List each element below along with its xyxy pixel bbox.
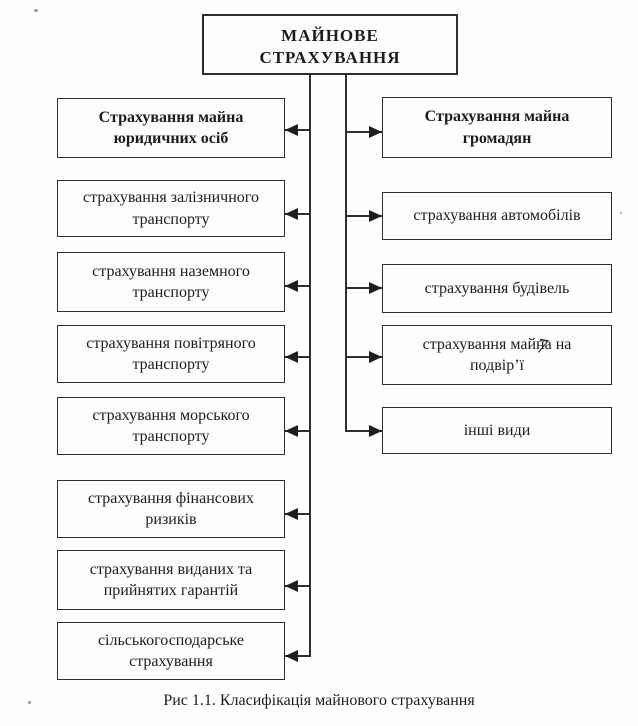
left-node-legal-entities: Страхування майна юридичних осіб [57,98,285,158]
node-label: страхування залізничного транспорту [83,189,259,228]
scan-speck [34,9,38,12]
node-label: страхування виданих та прийнятих гаранті… [89,560,253,599]
left-node-guarantees: страхування виданих та прийнятих гаранті… [57,550,285,610]
scan-speck [28,701,31,704]
arrow-left-5 [285,425,310,437]
arrow-left-7 [285,580,310,592]
node-label: страхування морського транспорту [92,406,250,445]
right-node-automobiles: страхування автомобілів [382,192,612,240]
root-node: МАЙНОВЕ СТРАХУВАННЯ [202,14,458,75]
scan-speck [620,212,622,214]
node-label: страхування майна на подвір’ї [422,335,572,374]
node-label: Страхування майна юридичних осіб [98,108,244,147]
arrow-left-2 [285,208,310,220]
arrow-right-2 [345,210,382,222]
root-node-label: МАЙНОВЕ СТРАХУВАННЯ [259,26,401,68]
arrow-left-8 [285,650,310,662]
left-node-agricultural: сільськогосподарське страхування [57,622,285,680]
arrow-right-3 [345,282,382,294]
node-label: інші види [463,421,531,439]
node-label: сільськогосподарське страхування [97,631,245,670]
node-label: страхування фінансових ризиків [88,489,254,528]
left-node-financial-risks: страхування фінансових ризиків [57,480,285,538]
arrow-right-4 [345,351,382,363]
left-spine-line [309,75,311,657]
node-label: страхування автомобілів [413,207,581,225]
right-node-yard-property: страхування майна на подвір’ї [382,325,612,385]
left-node-air-transport: страхування повітряного транспорту [57,325,285,383]
left-node-rail-transport: страхування залізничного транспорту [57,180,285,237]
arrow-left-1 [285,124,310,136]
left-node-land-transport: страхування наземного транспорту [57,252,285,312]
right-spine-line [345,75,347,432]
node-label: Страхування майна громадян [424,108,570,147]
figure-caption: Рис 1.1. Класифікація майнового страхува… [163,692,475,709]
node-label: страхування наземного транспорту [92,262,250,301]
arrow-right-1 [345,126,382,138]
node-label: страхування повітряного транспорту [86,334,256,373]
right-node-buildings: страхування будівель [382,264,612,313]
right-node-citizens: Страхування майна громадян [382,97,612,158]
arrow-left-6 [285,508,310,520]
arrow-right-5 [345,425,382,437]
arrow-left-4 [285,351,310,363]
arrow-left-3 [285,280,310,292]
node-label: страхування будівель [424,279,570,297]
right-node-other-types: інші види [382,407,612,454]
left-node-sea-transport: страхування морського транспорту [57,397,285,455]
